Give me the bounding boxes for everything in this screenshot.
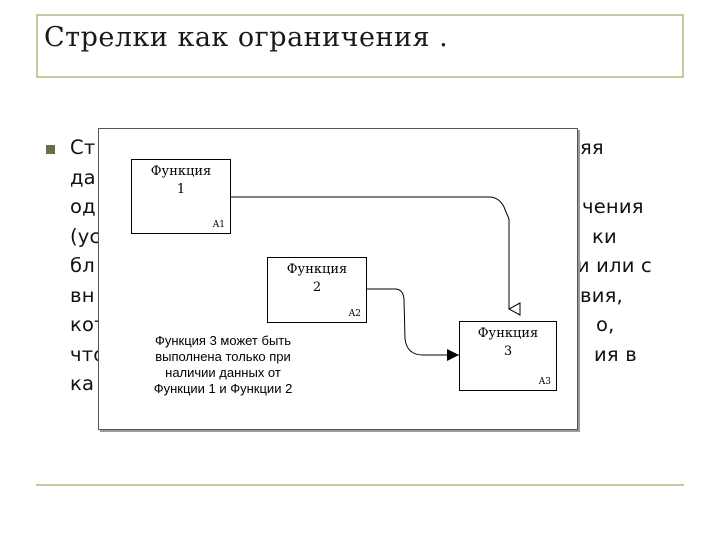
body-tail: [578, 163, 688, 193]
body-tail: яя: [580, 136, 604, 159]
function-name: Функция: [150, 164, 212, 179]
diagram-note: Функция 3 может быть выполнена только пр…: [133, 333, 313, 397]
body-line: кот: [70, 313, 106, 336]
idef0-diagram: Функция 1 A1 Функция 2 A2 Функция 3 A3 Ф…: [98, 128, 578, 430]
body-line: ка: [70, 372, 95, 395]
top-rule: [36, 14, 684, 16]
input-arrow: [365, 288, 459, 361]
body-line: что: [70, 342, 106, 366]
right-rule: [682, 14, 684, 78]
body-tail: ия в: [594, 342, 637, 366]
body-tail: ки: [592, 224, 617, 248]
body-line: од: [70, 195, 96, 218]
bullet-square-icon: [46, 145, 55, 154]
body-text: Ст да од (ус бл вн кот что ка: [70, 133, 670, 399]
arrows-layer: [231, 196, 521, 361]
body-tail: вия,: [580, 283, 623, 307]
function-name: Функция: [477, 326, 539, 341]
bottom-rule: [36, 484, 684, 486]
left-rule: [36, 14, 38, 78]
function-name: Функция: [286, 262, 348, 277]
body-line: да: [70, 165, 96, 189]
body-tail: ми или с: [562, 254, 652, 277]
body-text-tails: яя чения ки ми или с вия, о, ия в: [562, 133, 688, 399]
body-tail: о,: [596, 313, 615, 336]
body-line: Ст: [70, 136, 96, 159]
title-divider: [36, 76, 684, 78]
control-arrow: [231, 196, 521, 316]
body-line: (ус: [70, 224, 101, 248]
body-line: бл: [70, 254, 95, 277]
function-number: 3: [503, 344, 513, 359]
body-tail: чения: [582, 195, 644, 218]
function-id: A2: [348, 309, 361, 319]
note-line: наличии данных от: [165, 365, 281, 380]
body-tail: [578, 369, 688, 399]
slide-title: Стрелки как ограничения .: [44, 22, 449, 53]
body-line: вн: [70, 283, 95, 307]
function-number: 1: [176, 182, 186, 197]
note-line: Функции 1 и Функции 2: [153, 381, 293, 396]
function-id: A1: [212, 220, 225, 230]
note-line: выполнена только при: [155, 349, 291, 364]
function-number: 2: [312, 280, 322, 295]
function-box-1: Функция 1 A1: [131, 159, 231, 234]
function-id: A3: [538, 377, 551, 387]
note-line: Функция 3 может быть: [154, 333, 292, 348]
function-box-2: Функция 2 A2: [267, 257, 367, 323]
function-box-3: Функция 3 A3: [459, 321, 557, 391]
